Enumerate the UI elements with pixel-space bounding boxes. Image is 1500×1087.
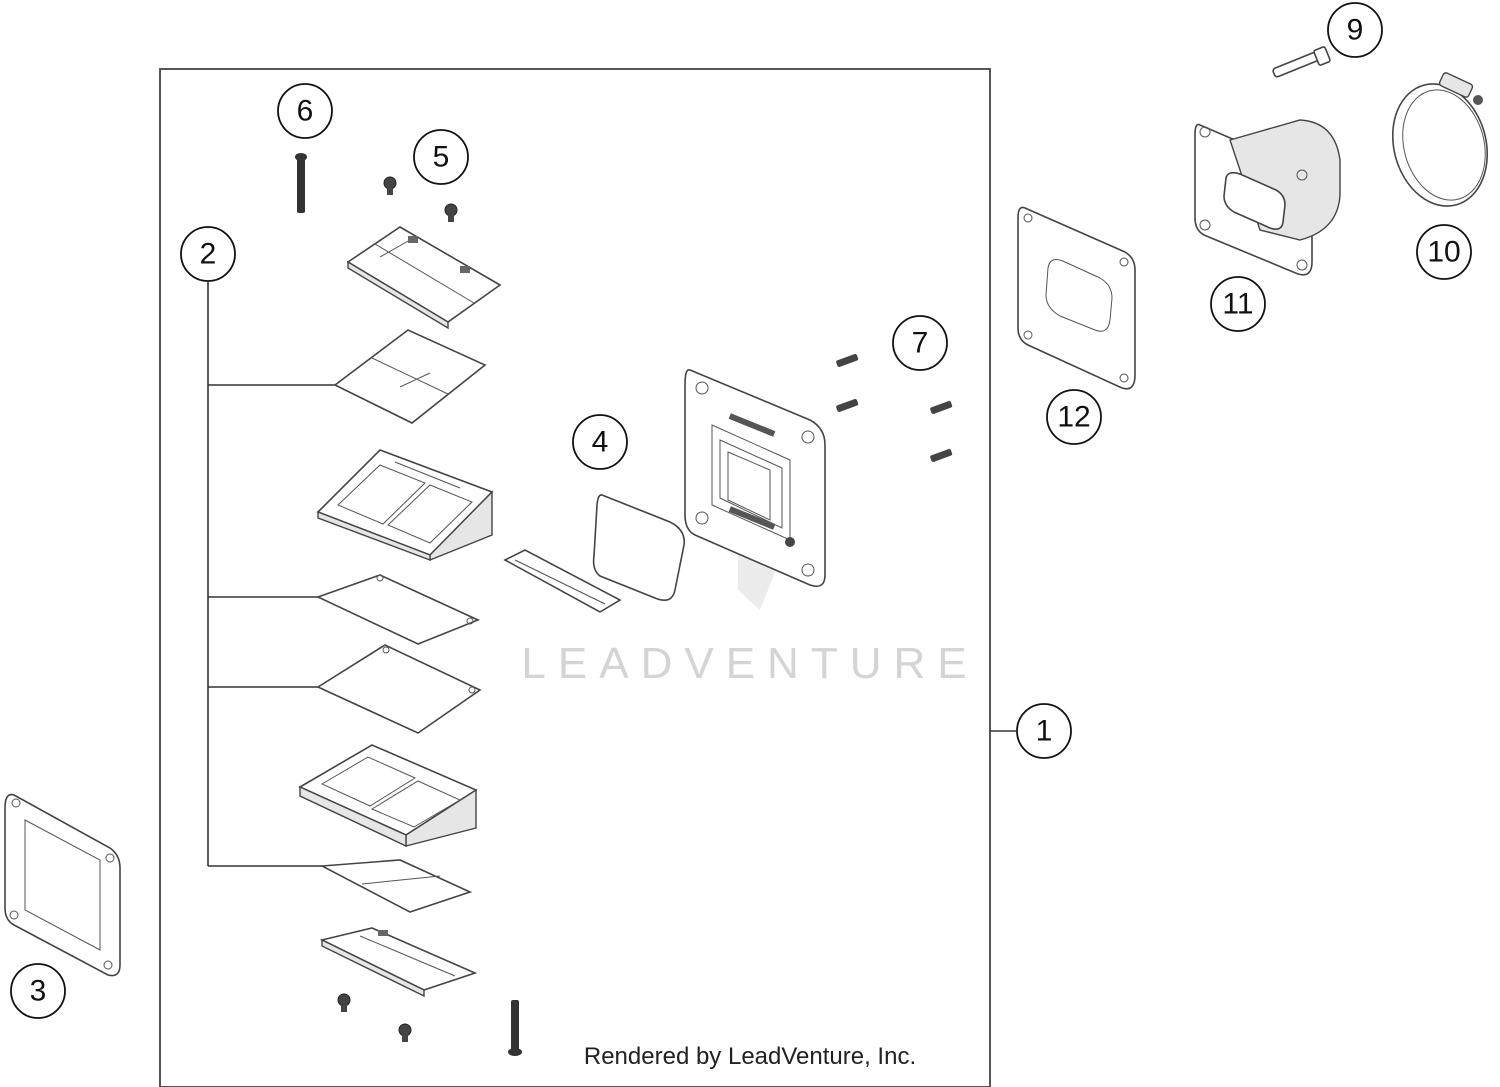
callout-11: 11: [1210, 276, 1266, 332]
gasket-12-icon: [1017, 206, 1136, 390]
svg-text:5: 5: [433, 141, 450, 174]
clamp-10-icon: [1391, 72, 1489, 207]
svg-text:10: 10: [1427, 236, 1460, 269]
svg-text:6: 6: [297, 95, 314, 128]
watermark-text: LEADVENTURE: [521, 639, 978, 688]
svg-text:12: 12: [1057, 401, 1090, 434]
lower-screws-icon: [337, 993, 522, 1056]
gasket-3-icon: [4, 793, 121, 977]
callout-6: 6: [277, 83, 333, 139]
svg-text:2: 2: [200, 238, 217, 271]
reed-block-upper-icon: [316, 449, 494, 562]
svg-text:9: 9: [1347, 14, 1364, 47]
callout-9: 9: [1327, 2, 1383, 58]
svg-text:4: 4: [592, 426, 609, 459]
reed-block-lower-icon: [298, 744, 478, 848]
intake-flange-11-icon: [1194, 119, 1341, 276]
callout-7: 7: [892, 315, 948, 371]
bolt-9-icon: [1272, 46, 1331, 78]
callout-4: 4: [572, 414, 628, 470]
stop-plate-lower-icon: [319, 927, 478, 998]
screw-5-icon: [383, 176, 458, 222]
callout-3: 3: [10, 963, 66, 1019]
callout-1: 1: [1016, 703, 1072, 759]
bolt-6-icon: [295, 153, 307, 213]
callout-2: 2: [180, 226, 236, 282]
kit-frame: [159, 68, 991, 1087]
callout-12: 12: [1046, 389, 1102, 445]
reed-petal-mid1-icon: [315, 574, 481, 645]
reed-petal-mid2-icon: [316, 644, 482, 734]
svg-text:1: 1: [1036, 715, 1053, 748]
callout-5: 5: [413, 129, 469, 185]
reed-cage-icon: [684, 369, 826, 588]
bracket-2: [207, 282, 338, 867]
stop-plate-icon: [346, 226, 502, 330]
credit-text: Rendered by LeadVenture, Inc.: [584, 1043, 916, 1070]
svg-text:11: 11: [1222, 288, 1253, 321]
reed-petal-lower-icon: [319, 859, 473, 913]
callout-10: 10: [1416, 224, 1472, 280]
bolt-7-icon: [836, 353, 953, 462]
reed-petal-upper-icon: [333, 329, 487, 424]
svg-text:3: 3: [30, 975, 47, 1008]
seal-4-icon: [503, 494, 686, 613]
svg-text:7: 7: [912, 327, 929, 360]
